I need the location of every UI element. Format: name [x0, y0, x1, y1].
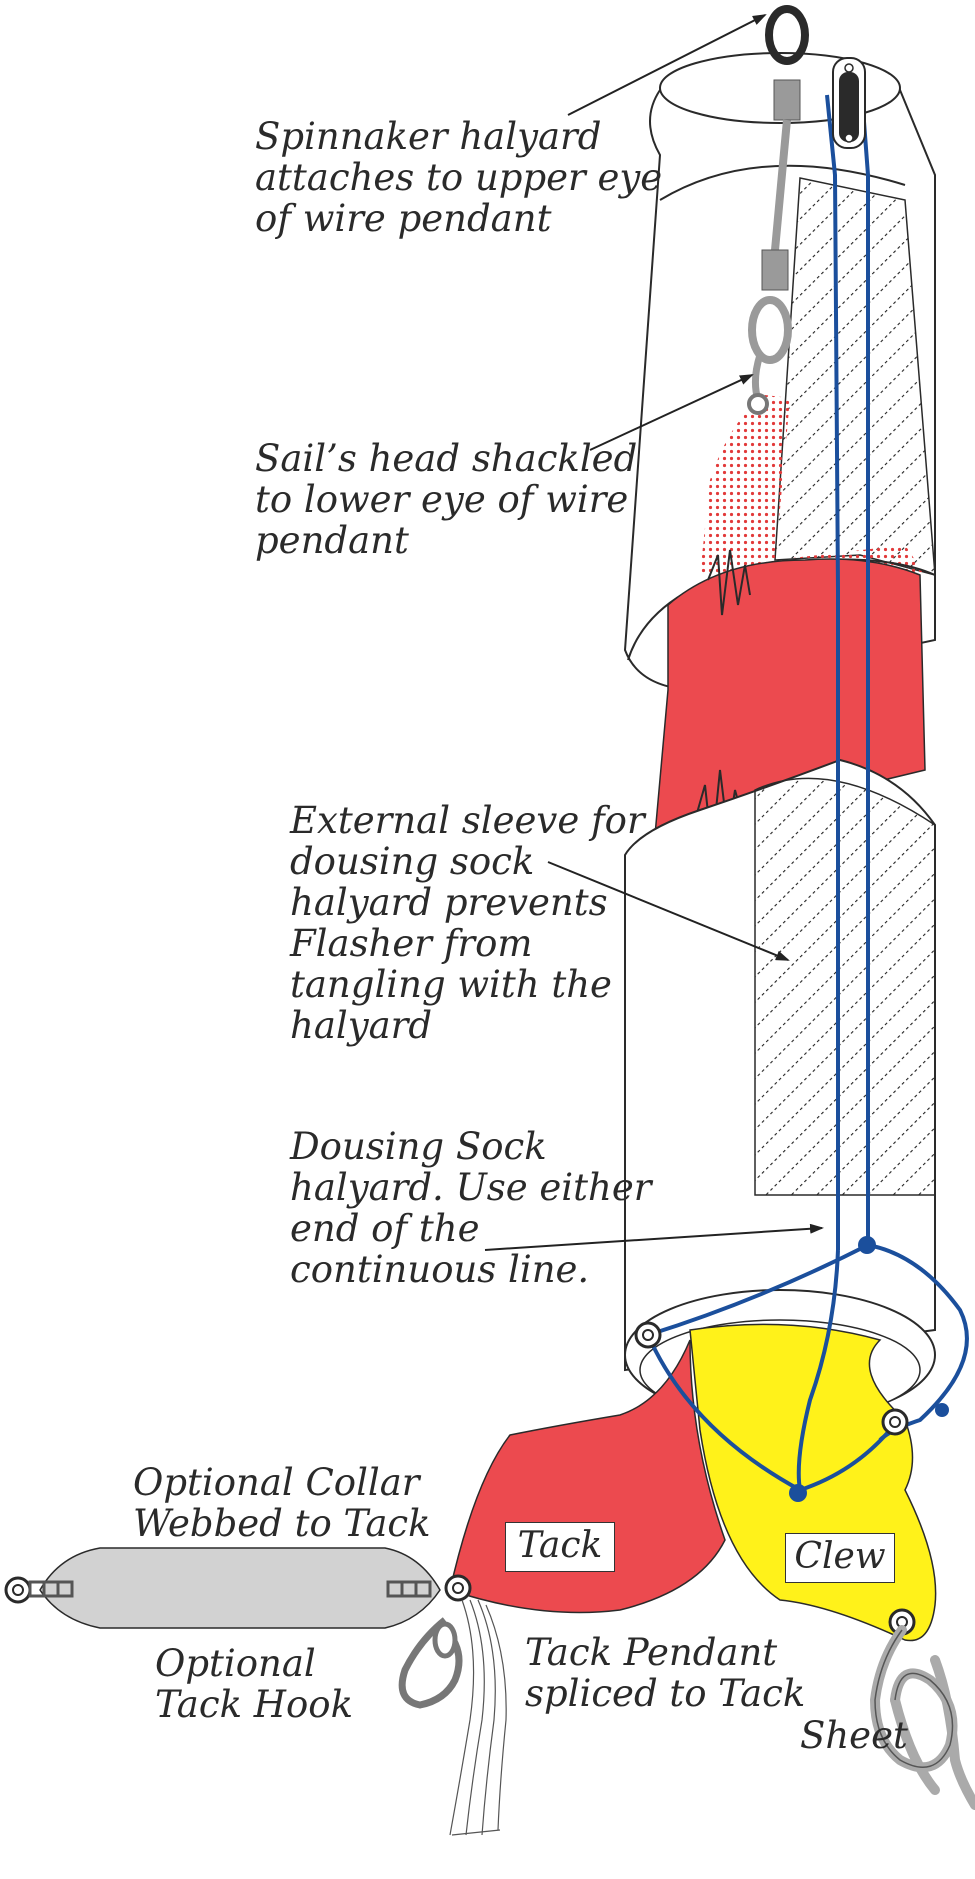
leader-arrows	[484, 14, 824, 1251]
sock-bridle-left	[647, 1243, 869, 1337]
buckle-left	[28, 1580, 74, 1598]
halyard-junction-clew	[935, 1403, 949, 1417]
halyard-loop	[796, 1249, 840, 1491]
label-optional-collar: Optional Collar Webbed to Tack	[133, 1461, 431, 1545]
tack-label-box: Tack	[505, 1522, 615, 1572]
halyard-junction-lower	[789, 1484, 807, 1502]
arrow-head-shackle	[589, 374, 754, 451]
shackle-icon	[761, 249, 789, 291]
label-sock-halyard: Dousing Sock halyard. Use either end of …	[290, 1125, 652, 1291]
arrow-halyard-attach	[567, 14, 767, 116]
wire	[771, 119, 791, 251]
grommets	[444, 1321, 916, 1636]
shackle-icon	[773, 79, 801, 121]
lower-hatched-sail	[754, 777, 936, 1196]
buckle-right	[386, 1580, 432, 1598]
lower-tube	[624, 758, 936, 1421]
ring-icon	[765, 5, 809, 65]
label-sheet: Sheet	[800, 1714, 908, 1757]
clew-label-box: Clew	[785, 1533, 895, 1583]
halyard-junction-upper	[858, 1236, 876, 1254]
sail-head-dotted	[700, 395, 790, 575]
knot-outline	[874, 1629, 954, 1768]
label-optional-hook: Optional Tack Hook	[155, 1642, 354, 1726]
wire-pendant	[747, 5, 809, 415]
optional-collar	[4, 1547, 441, 1629]
tear-mark-lower	[694, 769, 743, 851]
label-external-sleeve: External sleeve for dousing sock halyard…	[290, 799, 645, 1047]
halyard-line-left	[825, 94, 840, 1250]
hook-icon	[398, 1617, 463, 1709]
tack-pendant-rope	[449, 1599, 507, 1836]
collar-body	[39, 1547, 441, 1629]
block-icon	[832, 57, 866, 149]
arrow-external-sleeve	[547, 861, 790, 961]
label-head-shackle: Sail’s head shackled to lower eye of wir…	[255, 437, 638, 562]
ring-icon	[748, 296, 792, 364]
tear-mark-upper	[707, 549, 751, 616]
sock-bridle-right	[646, 1334, 801, 1492]
label-halyard-attach: Spinnaker halyard attaches to upper eye …	[255, 115, 663, 240]
label-tack-pendant: Tack Pendant spliced to Tack	[525, 1631, 806, 1715]
arrow-sock-halyard	[484, 1223, 824, 1251]
